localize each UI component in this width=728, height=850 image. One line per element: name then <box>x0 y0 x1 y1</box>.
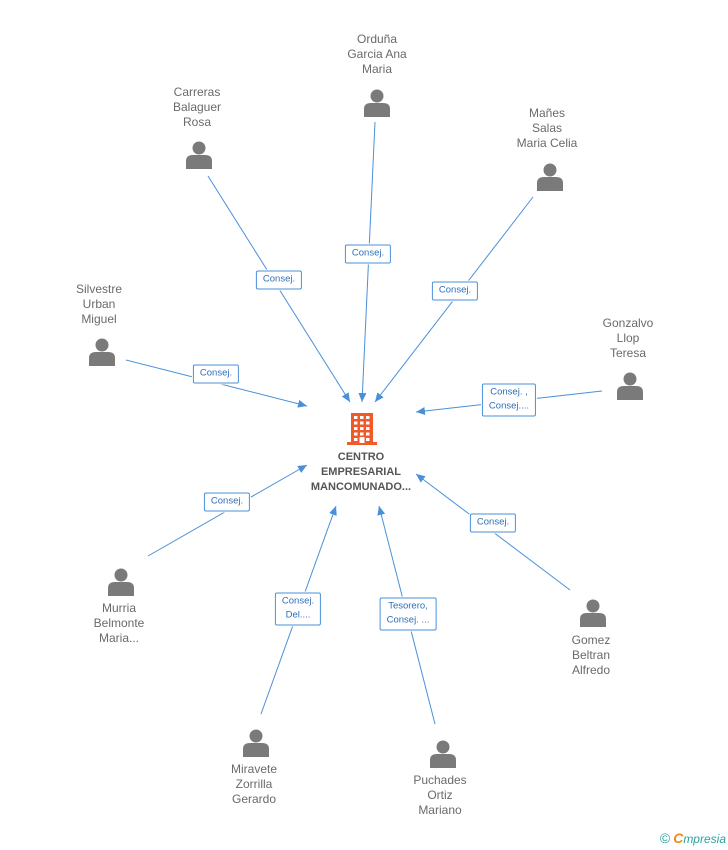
person-name-line: Gerardo <box>231 792 277 806</box>
person-name-line: Maria... <box>98 631 139 645</box>
relation-badge-orduna[interactable]: Consej. <box>344 244 392 264</box>
person-name-line: Teresa <box>609 346 647 360</box>
person-name-line: Maria Celia <box>516 136 578 150</box>
person-name-line: Orduña <box>356 32 398 46</box>
person-name-line: Ortiz <box>427 788 453 802</box>
relation-role-line: Consej. <box>210 495 244 507</box>
relation-badge-gomez[interactable]: Consej. <box>469 513 517 533</box>
person-name-line: Mariano <box>418 803 462 817</box>
company-name[interactable]: CENTRO EMPRESARIAL MANCOMUNADO... <box>281 450 441 495</box>
building-icon <box>347 413 377 445</box>
person-icon <box>89 338 115 366</box>
person-name-line: Salas <box>531 121 563 135</box>
relation-role-line: Tesorero, <box>388 600 428 612</box>
person-name-line: Balaguer <box>172 100 222 114</box>
person-name-line: Rosa <box>182 115 211 129</box>
relation-role-line: Consej.... <box>488 400 530 412</box>
person-icon <box>243 729 269 757</box>
person-name-line: Puchades <box>413 773 467 787</box>
copyright-symbol: © <box>659 830 671 846</box>
brand-initial: C <box>673 830 684 846</box>
person-name-line: Llop <box>616 331 640 345</box>
person-name-line: Gomez <box>571 633 611 647</box>
relation-role-line: Del.... <box>285 609 311 621</box>
person-name-line: Miguel <box>81 312 117 326</box>
relation-role-line: Consej. <box>199 367 233 379</box>
person-icon <box>537 163 563 191</box>
person-name-line: Garcia Ana <box>347 47 407 61</box>
relation-role-line: Consej. <box>476 516 510 528</box>
person-name-line: Murria <box>101 601 136 615</box>
person-icon <box>108 568 134 596</box>
person-name-line: Urban <box>82 297 116 311</box>
nodes-layer <box>89 89 643 768</box>
relation-badge-puchades[interactable]: Tesorero, Consej. ... <box>379 597 437 631</box>
relation-role-line: Consej. <box>262 273 296 285</box>
company-name-line: CENTRO <box>337 451 385 463</box>
person-icon <box>364 89 390 117</box>
relation-badge-manes[interactable]: Consej. <box>431 281 479 301</box>
person-name-line: Silvestre <box>75 282 122 296</box>
relation-role-line: Consej. <box>281 595 315 607</box>
person-name-line: Mañes <box>528 106 566 120</box>
person-name-line: Zorrilla <box>235 777 273 791</box>
company-name-line: EMPRESARIAL <box>320 466 402 478</box>
person-icon <box>430 740 456 768</box>
person-name-line: Alfredo <box>571 663 611 677</box>
relation-role-line: Consej. <box>438 284 472 296</box>
relation-badge-silvestre[interactable]: Consej. <box>192 364 240 384</box>
relation-badge-carreras[interactable]: Consej. <box>255 270 303 290</box>
person-icon <box>617 372 643 400</box>
person-name-line: Miravete <box>230 762 277 776</box>
person-name-line: Maria <box>361 62 392 76</box>
footer-brand: ©Cmpresia <box>660 830 726 846</box>
person-name-line: Belmonte <box>93 616 145 630</box>
brand-name: mpresia <box>683 832 726 846</box>
relation-role-line: Consej. , <box>490 386 528 398</box>
person-name-line: Carreras <box>173 85 221 99</box>
person-name-line: Beltran <box>571 648 611 662</box>
relation-role-line: Consej. <box>351 247 385 259</box>
relation-badge-gonzalvo[interactable]: Consej. , Consej.... <box>481 383 537 417</box>
person-icon <box>186 141 212 169</box>
relation-badge-murria[interactable]: Consej. <box>203 492 251 512</box>
relation-badge-miravete[interactable]: Consej. Del.... <box>274 592 322 626</box>
person-icon <box>580 599 606 627</box>
person-name-line: Gonzalvo <box>602 316 654 330</box>
relation-role-line: Consej. ... <box>386 614 430 626</box>
company-name-line: MANCOMUNADO... <box>310 481 412 493</box>
